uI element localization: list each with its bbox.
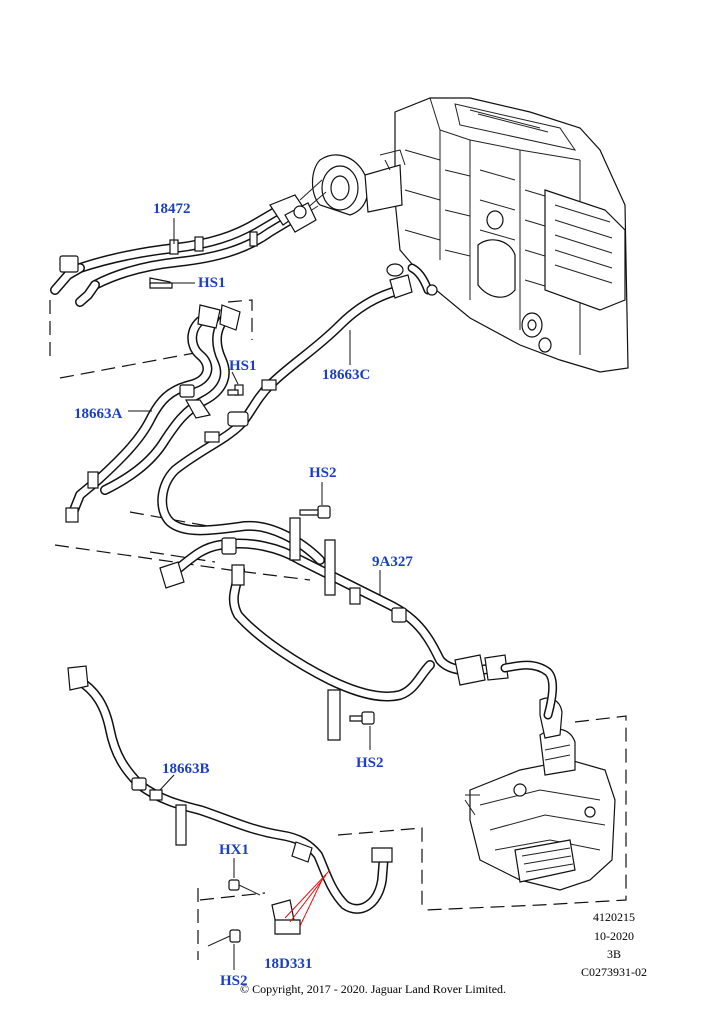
callout-18663A[interactable]: 18663A <box>74 406 123 422</box>
diagram-version: 3B <box>607 947 621 961</box>
callout-hx1[interactable]: HX1 <box>219 842 249 858</box>
callout-hs2-top[interactable]: HS2 <box>309 465 337 481</box>
callout-hs1-top[interactable]: HS1 <box>198 275 226 291</box>
diagram-id: 4120215 <box>593 910 635 924</box>
callout-18D331[interactable]: 18D331 <box>264 956 312 972</box>
hose-18663B-illustration <box>67 665 393 914</box>
callout-9A327[interactable]: 9A327 <box>372 554 413 570</box>
callout-labels: 18472 HS1 HS1 18663A 18663C HS2 9A327 HS… <box>74 201 413 989</box>
diagram-reference: C0273931-02 <box>581 965 647 979</box>
callout-hs2-mid[interactable]: HS2 <box>356 755 384 771</box>
hvac-unit-illustration <box>295 97 629 373</box>
callout-hs1-mid[interactable]: HS1 <box>229 358 257 374</box>
fasteners <box>149 282 375 947</box>
callout-18663B[interactable]: 18663B <box>162 761 210 777</box>
callout-hs2-bottom[interactable]: HS2 <box>220 973 248 989</box>
copyright-notice: © Copyright, 2017 - 2020. Jaguar Land Ro… <box>240 982 506 996</box>
leader-lines <box>128 218 381 970</box>
diagram-metadata: 4120215 10-2020 3B C0273931-02 <box>581 910 647 979</box>
pipe-9A327-illustration <box>159 517 558 741</box>
hose-18663A-illustration <box>65 304 241 523</box>
auxiliary-heater-illustration <box>464 697 616 891</box>
callout-18663C[interactable]: 18663C <box>322 367 370 383</box>
diagram-date: 10-2020 <box>594 929 634 943</box>
callout-18472[interactable]: 18472 <box>153 201 191 217</box>
hose-18663C-illustration <box>157 263 413 565</box>
